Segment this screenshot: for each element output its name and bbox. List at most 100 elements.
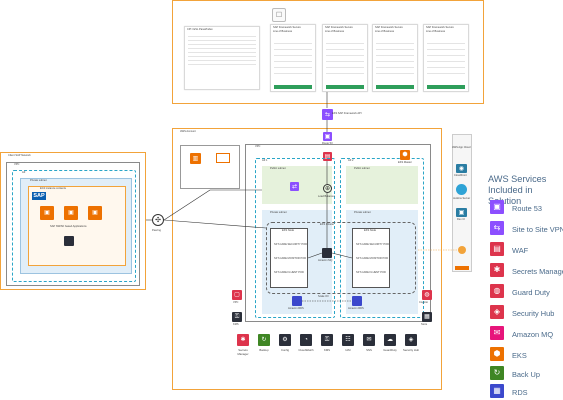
- az1-label: AZ 1: [262, 159, 268, 162]
- client-network-title: Client SAP Network: [8, 154, 31, 157]
- backup-legend-icon: ↻: [490, 366, 504, 380]
- eks-master-icon: ⬢: [400, 150, 410, 160]
- kms-icon: ⚿: [232, 312, 242, 322]
- client-private-subnet-label: Private subnet: [30, 179, 47, 182]
- app-screen-sub: Line of Business: [325, 30, 345, 33]
- app-screen-4: SAP Framework Secure Line of Business: [423, 24, 469, 92]
- ingest-panel: [180, 145, 240, 189]
- jenkins-icon: [456, 184, 467, 195]
- iam-icon: ☷: [342, 334, 354, 346]
- eks-master-label: EKS Master: [398, 161, 412, 164]
- kms-bottom-icon: ⚿: [321, 334, 333, 346]
- rds-primary-label: Amazon RDS: [288, 307, 304, 310]
- waf-legend-icon: ▤: [490, 242, 504, 256]
- bottom-service-label: CloudWatch: [298, 348, 314, 352]
- cloudfront-icon: ◉: [456, 164, 467, 173]
- submit-button[interactable]: [427, 85, 465, 89]
- eks-cluster: [266, 222, 416, 294]
- legend-label: Security Hub: [512, 309, 555, 318]
- aws-vpc: [245, 144, 431, 322]
- submit-button[interactable]: [326, 85, 364, 89]
- cognito-label: Cognito: [419, 301, 428, 304]
- amazon-mq-icon: [322, 248, 332, 258]
- cognito-icon: ◍: [422, 290, 432, 300]
- ingest-icon: ▥: [190, 153, 201, 164]
- client-vpc: [6, 162, 140, 286]
- cloudwatch-icon: ◔: [300, 334, 312, 346]
- legend-label: RDS: [512, 388, 528, 397]
- route53-icon: ▣: [323, 132, 332, 141]
- app-screen-title: SAP Framework Secure: [375, 26, 403, 29]
- bottom-service-label: IAM: [345, 348, 351, 352]
- kms-label: KMS: [233, 323, 239, 326]
- eks-node-1-label: EKS Node: [282, 229, 295, 232]
- app-screen-title: SAP Framework Secure: [325, 26, 353, 29]
- eks-legend-icon: ⬢: [490, 347, 504, 361]
- route53-label: Route 53: [322, 142, 333, 145]
- mobile-icon: ☐: [272, 8, 286, 22]
- az2-label: AZ 2: [348, 159, 354, 162]
- rds-standby-label: Amazon RDS: [348, 307, 364, 310]
- rds-standby-icon: [352, 296, 362, 306]
- pod-label: SFT-CARE MONITOR POD: [356, 257, 389, 260]
- user-highlight: [455, 266, 469, 270]
- api-gateway-icon: ⇆: [322, 109, 333, 120]
- aws-vpc-label: VPC: [255, 145, 261, 148]
- bottom-service-label: Secrets Manager: [237, 348, 249, 356]
- legend-label: EKS: [512, 351, 527, 360]
- guardduty-legend-icon: ◍: [490, 284, 504, 298]
- az1-private-label: Private subnet: [270, 211, 287, 214]
- app-screen-2: SAP Framework Secure Line of Business: [322, 24, 368, 92]
- submit-button[interactable]: [376, 85, 414, 89]
- pod-label: SFT-CARE SECURITY POD: [356, 243, 389, 246]
- pod-label: SFT-CARE FLUENT POD: [274, 271, 304, 274]
- config-icon: ⚙: [279, 334, 291, 346]
- client-az-label: AZ: [22, 171, 26, 174]
- route53-legend-icon: ▣: [490, 200, 504, 214]
- waf-icon: ▤: [323, 152, 332, 161]
- amazon-mq-legend-icon: ✉: [490, 326, 504, 340]
- bottom-service-label: KMS: [323, 348, 331, 352]
- client-az: [12, 170, 136, 282]
- peering-gateway-icon: ✣: [152, 214, 164, 226]
- az2-private-label: Private subnet: [354, 211, 371, 214]
- backup-icon: ↻: [258, 334, 270, 346]
- dev-ci-label: Dev CI: [457, 218, 465, 221]
- secrets-manager-legend-icon: ✱: [490, 263, 504, 277]
- ec2-icon: ▣: [88, 206, 102, 220]
- app-screen-title: SAP Framework Secure: [426, 26, 454, 29]
- security-hub-icon: ◈: [405, 334, 417, 346]
- security-hub-legend-icon: ◈: [490, 305, 504, 319]
- app-screen-3: SAP Framework Secure Line of Business: [372, 24, 418, 92]
- app-screen-sub: Line of Business: [375, 30, 395, 33]
- legend-label: Site to Site VPN: [512, 225, 563, 234]
- console-title: CPI / ESL Panel/Index: [187, 28, 213, 31]
- sap-logo: SAP: [32, 192, 46, 200]
- az1: [255, 158, 335, 318]
- console-screen: CPI / ESL Panel/Index: [184, 26, 260, 90]
- eks-node-2-label: EKS Node: [364, 229, 377, 232]
- bottom-service-label: Backup: [259, 348, 269, 352]
- rds-primary-icon: [292, 296, 302, 306]
- load-balancer-icon: ⊕: [323, 184, 332, 193]
- az2-public-subnet: [346, 166, 418, 204]
- legend-label: Guard Duty: [512, 288, 550, 297]
- az2-public-label: Public subnet: [354, 167, 370, 170]
- dev-ci-icon: ▣: [456, 208, 467, 217]
- user-icon: [458, 246, 466, 254]
- app-screen-title: SAP Framework Secure: [273, 26, 301, 29]
- app-screen-sub: Line of Business: [273, 30, 293, 33]
- app-cloud-title: AWS App Cloud: [452, 146, 471, 149]
- pod-label: SFT-CARE MONITOR POD: [274, 257, 307, 260]
- vpn-legend-icon: ⇆: [490, 221, 504, 235]
- store-label: Store: [421, 323, 428, 326]
- peering-label: Peering: [152, 229, 161, 232]
- client-ec2-group-label: EC2 instance contents: [40, 187, 66, 190]
- app-screen-1: SAP Framework Secure Line of Business: [270, 24, 316, 92]
- store-icon: ▦: [422, 312, 432, 322]
- eks-cluster-label: EKS Cluster: [320, 223, 335, 226]
- ec2-icon: ▣: [40, 206, 54, 220]
- submit-button[interactable]: [274, 85, 312, 89]
- jenkins-label: Jenkins Server: [453, 197, 471, 200]
- nat-icon: ⇄: [290, 182, 299, 191]
